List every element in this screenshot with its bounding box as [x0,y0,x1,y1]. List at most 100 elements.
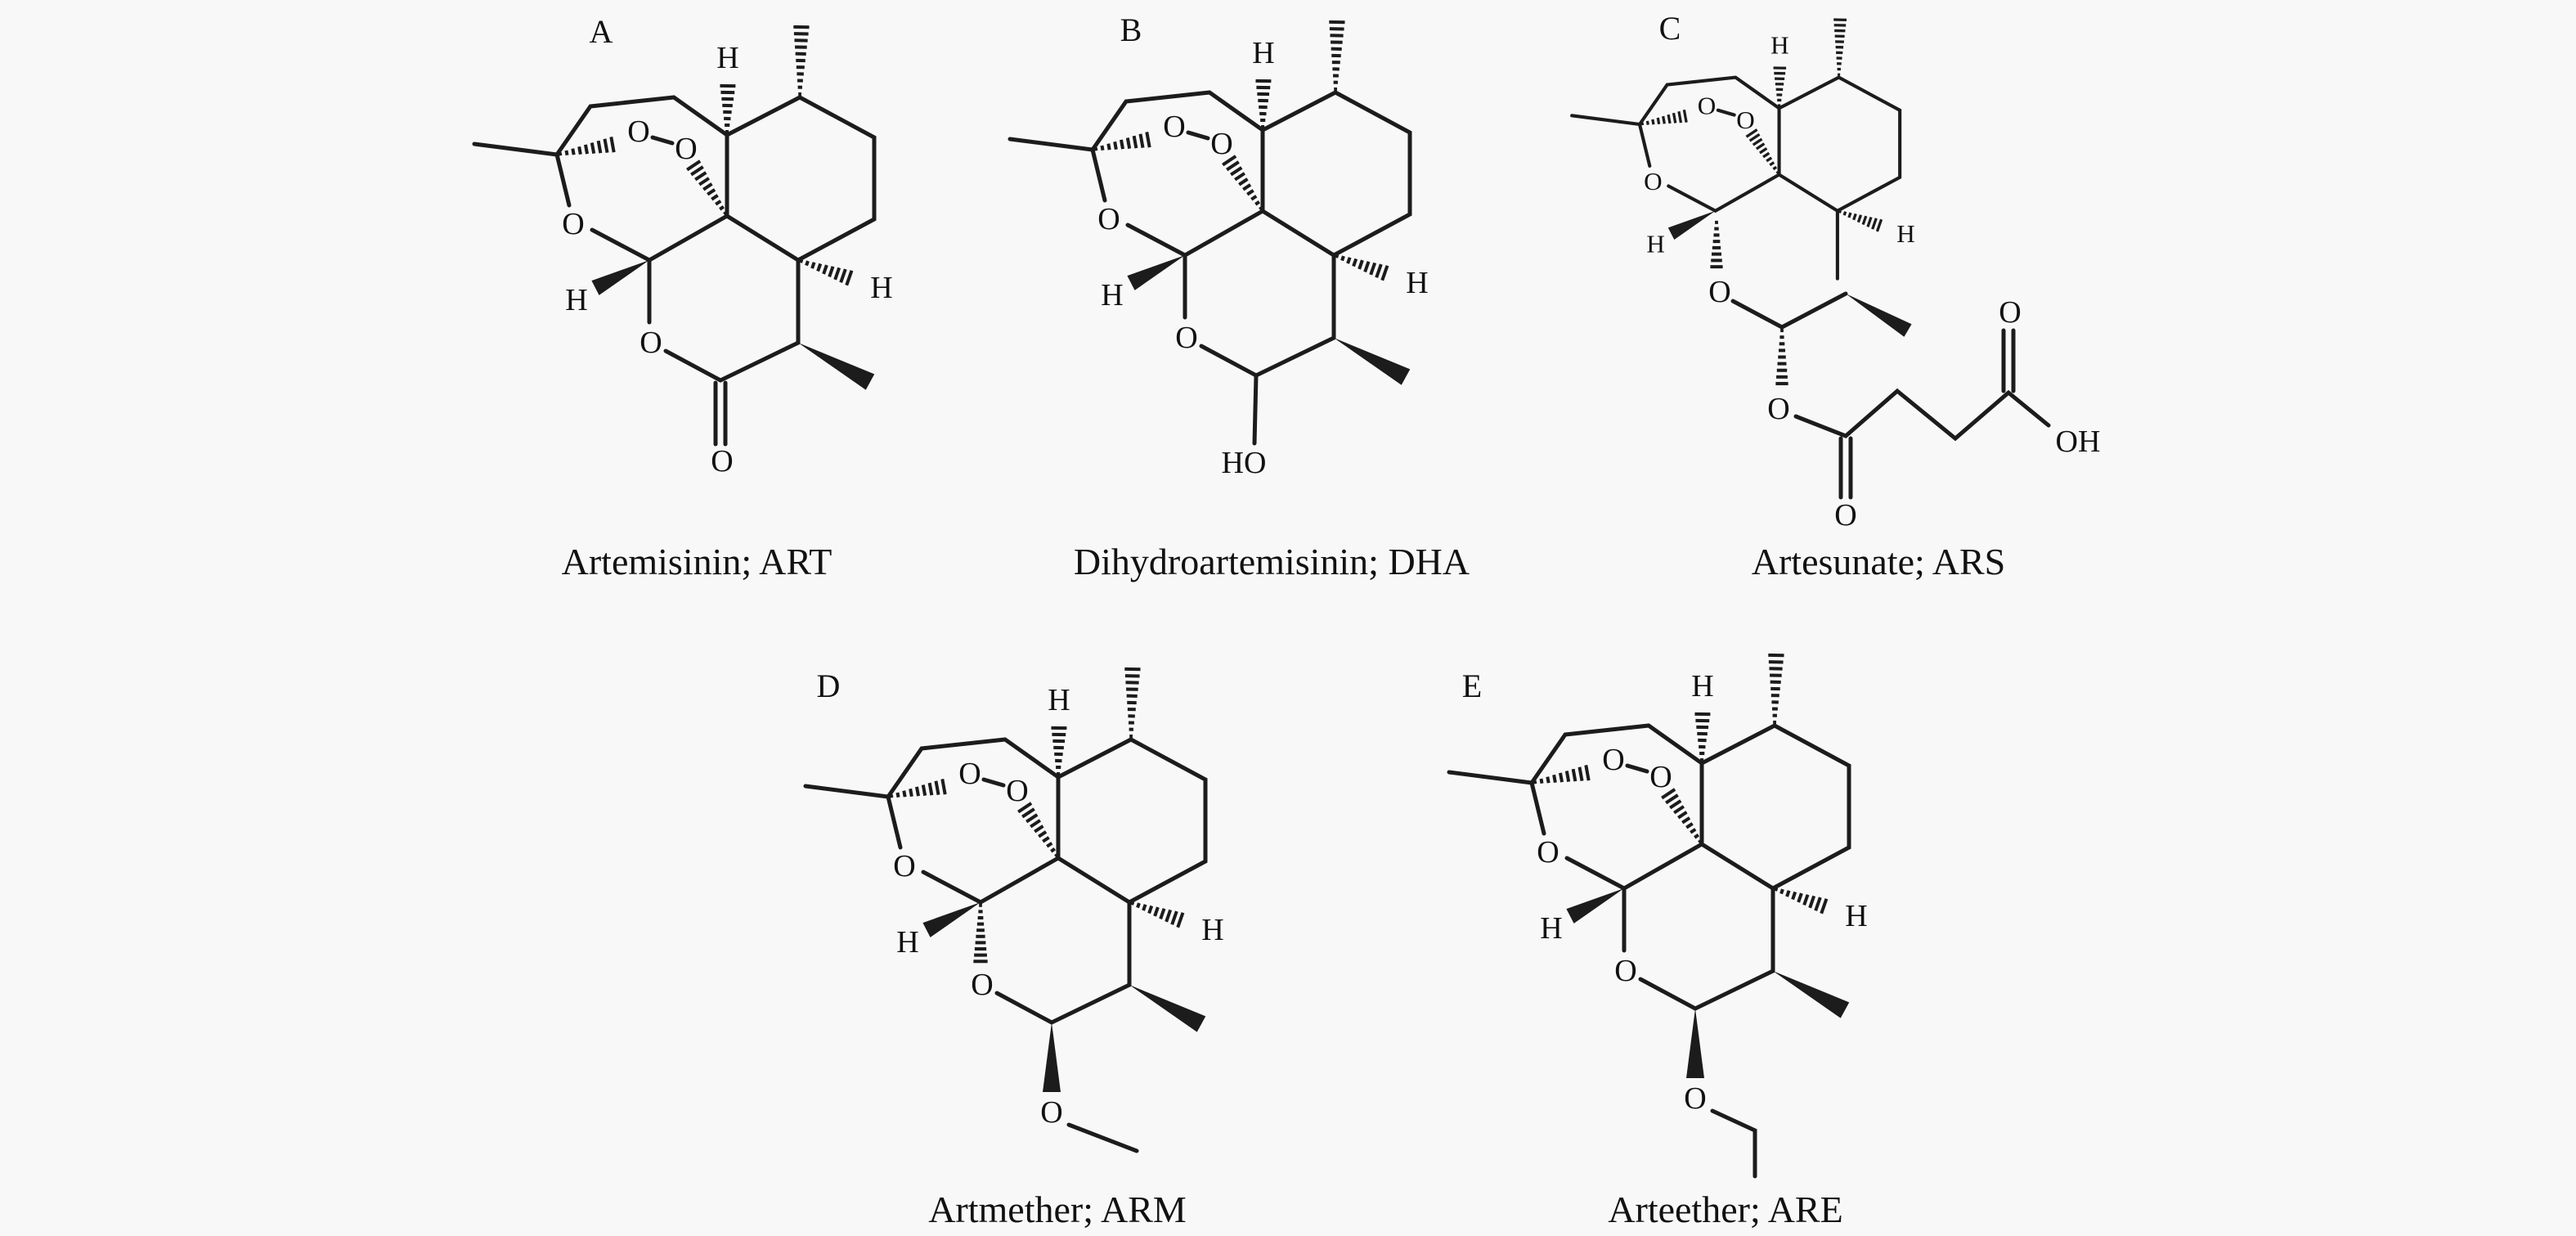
hash-stroke [1120,139,1124,150]
hash-stroke [1667,114,1672,124]
hash-stroke [1662,115,1666,124]
methyl-bond [803,784,891,799]
compound-name-b: Dihydroartemisinin; DHA [1074,541,1470,582]
compound-name-a: Artemisinin; ART [562,541,832,582]
panel-letter-d: D [817,667,841,704]
hash-stroke [1640,122,1645,126]
hashed-bond-methyl-top [1768,653,1784,724]
seven-ring-chain [1090,90,1265,152]
ketal-oxygen-bond [886,794,903,850]
hashed-bond-h-top [720,83,736,134]
peroxide-bond [1625,763,1649,774]
hash-stroke [1808,895,1816,909]
ring-oxygen-bottom: O [971,968,993,1002]
hash-stroke [833,267,841,281]
hydrogen-right: H [1201,913,1223,947]
hash-stroke [1125,137,1132,149]
ring-oxygen-left: O [1537,835,1559,870]
hash-stroke [577,146,582,155]
hash-stroke [1230,166,1243,177]
hash-stroke [1533,780,1537,784]
hash-stroke [1842,211,1847,216]
hash-stroke [1785,890,1791,897]
methoxy-methyl-bond [1066,1122,1139,1153]
hydrogen-right: H [1896,219,1915,248]
ring-oxygen-left: O [893,849,915,883]
hash-stroke [1025,813,1039,824]
lower-ring-bonds [994,982,1132,1025]
peroxide-oxygen-1: O [958,757,981,791]
panel-letter-b: B [1120,11,1142,48]
hash-stroke [1363,261,1371,273]
hash-stroke [1564,771,1571,782]
hydrogen-top: H [1691,669,1713,703]
hash-stroke [1130,901,1135,906]
hashed-bond-methyl-top [1833,18,1847,76]
hashed-bond-peroxide-junction [1017,802,1059,858]
hash-stroke [1755,142,1766,151]
hash-stroke [1352,258,1358,267]
peroxide-oxygen-1: O [627,115,649,149]
hashed-bond-ring-oxygen [1710,220,1723,269]
hash-stroke [940,778,947,795]
hash-stroke [1762,151,1770,159]
hash-stroke [1093,146,1098,151]
ring-oxygen-bottom: O [1708,275,1730,309]
hashed-bond-peroxide-junction [1745,128,1780,175]
panel-letter-e: E [1462,667,1482,704]
hash-stroke [1571,768,1577,782]
hash-stroke [816,263,823,272]
wedge-bond-h [1566,888,1624,924]
hash-stroke [1147,905,1154,915]
hash-stroke [702,182,713,191]
hash-stroke [1034,825,1044,834]
hash-stroke [1820,898,1829,915]
hashed-bond-ring-oxygen [973,903,988,964]
hashed-bond-peroxide-junction [1661,788,1703,844]
ketal-oxygen-bond [1637,122,1652,168]
hashed-bond-peroxide-junction [686,160,728,216]
hash-stroke [1234,172,1246,182]
hash-stroke [1752,137,1763,146]
hash-stroke [1021,807,1035,819]
seven-ring-chain [886,737,1061,799]
acetal-bonds [1564,842,1704,891]
hash-stroke [564,150,569,156]
wedge-bond-h [1667,210,1716,240]
hash-stroke [1138,133,1145,148]
wedge-bond-methoxy [1043,1023,1061,1092]
peroxide-bond [650,135,675,146]
hash-stroke [603,138,609,153]
ethoxy-oxygen: O [1684,1081,1706,1116]
hashed-bond-h-top [1773,66,1787,107]
hashed-bond-h-top [1051,726,1067,776]
cyclohexane-ring [1699,723,1851,891]
wedge-bond-methyl [1846,294,1912,337]
hash-stroke [921,784,927,796]
wedge-bond-h [1127,255,1185,290]
peroxide-bond [1186,130,1210,141]
hydrogen-left: H [896,925,918,960]
hashed-bond-h-right [1838,209,1883,232]
ketal-oxygen-bond [1529,780,1546,836]
hydrogen-right: H [1845,899,1867,933]
lower-ring-bonds [663,340,801,383]
hash-stroke [1669,799,1682,810]
methyl-bond [472,142,559,157]
hash-stroke [609,136,616,153]
hash-stroke [719,205,725,211]
wedge-bond-h [591,260,649,295]
peroxide-oxygen-2: O [675,132,697,166]
hash-stroke [1042,836,1050,843]
panel-letter-c: C [1659,10,1681,47]
hash-stroke [1346,257,1352,264]
hashed-bond-ester-oxygen [1775,329,1788,385]
hash-stroke [1030,819,1042,829]
peroxide-oxygen-2: O [1736,106,1755,134]
hash-stroke [1856,214,1863,223]
methyl-bond [1447,770,1534,785]
compound-name-e: Arteether; ARE [1608,1189,1842,1230]
